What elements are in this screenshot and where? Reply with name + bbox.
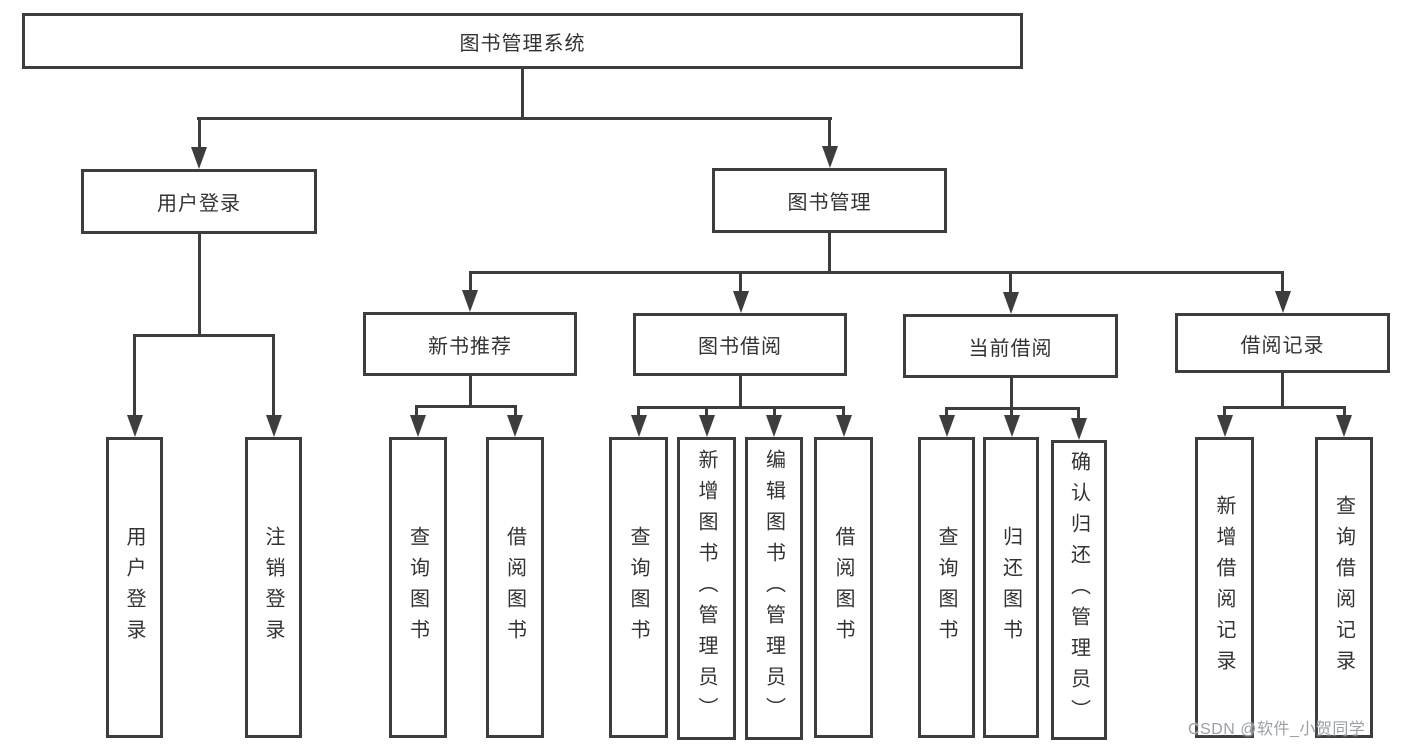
node-borrow-books-borrowing: 借阅图书 bbox=[814, 437, 873, 738]
connector-line bbox=[828, 117, 831, 147]
connector-line bbox=[827, 233, 831, 273]
arrow-down-icon bbox=[507, 415, 523, 437]
connector-line bbox=[637, 406, 845, 409]
connector-line bbox=[197, 117, 832, 120]
connector-line bbox=[1223, 406, 1346, 409]
node-library-management-system: 图书管理系统 bbox=[22, 13, 1023, 69]
node-add-borrow-record: 新增借阅记录 bbox=[1195, 437, 1254, 738]
arrow-down-icon bbox=[1336, 415, 1352, 437]
node-edit-book-admin: 编辑图书（管理员） bbox=[745, 437, 803, 740]
node-user-login: 用户登录 bbox=[81, 169, 317, 234]
connector-line bbox=[468, 376, 472, 407]
connector-line bbox=[772, 406, 776, 417]
arrow-down-icon bbox=[630, 415, 647, 437]
node-confirm-return-admin: 确认归还（管理员） bbox=[1051, 440, 1107, 740]
node-book-management: 图书管理 bbox=[712, 168, 947, 233]
connector-line bbox=[272, 334, 275, 416]
arrow-down-icon bbox=[821, 146, 838, 168]
node-query-borrow-record: 查询借阅记录 bbox=[1315, 437, 1373, 738]
arrow-down-icon bbox=[1003, 415, 1020, 437]
node-add-book-admin: 新增图书（管理员） bbox=[677, 437, 736, 740]
arrow-down-icon bbox=[766, 415, 782, 437]
node-user-login-action: 用户登录 bbox=[106, 437, 163, 738]
connector-line bbox=[1009, 271, 1012, 293]
connector-line bbox=[133, 334, 275, 337]
node-query-books-current: 查询图书 bbox=[918, 437, 975, 738]
connector-line bbox=[1223, 406, 1226, 417]
connector-line bbox=[842, 406, 845, 417]
connector-line bbox=[739, 271, 742, 292]
arrow-down-icon bbox=[698, 415, 715, 437]
node-query-books-borrowing: 查询图书 bbox=[609, 437, 668, 738]
arrow-down-icon bbox=[462, 290, 478, 312]
arrow-down-icon bbox=[191, 147, 207, 169]
connector-line bbox=[1010, 407, 1013, 418]
node-book-borrowing: 图书借阅 bbox=[633, 313, 847, 376]
connector-line bbox=[1343, 406, 1346, 417]
connector-line bbox=[521, 69, 524, 118]
node-current-borrowing: 当前借阅 bbox=[903, 314, 1118, 378]
arrow-down-icon bbox=[938, 415, 955, 437]
arrow-down-icon bbox=[732, 291, 749, 313]
connector-line bbox=[197, 234, 201, 336]
arrow-down-icon bbox=[1216, 415, 1233, 437]
node-return-books: 归还图书 bbox=[983, 437, 1039, 738]
connector-line bbox=[945, 407, 948, 418]
node-borrowing-records: 借阅记录 bbox=[1175, 313, 1390, 373]
arrow-down-icon bbox=[1274, 291, 1291, 313]
connector-line bbox=[468, 271, 1284, 274]
arrow-down-icon bbox=[1002, 292, 1019, 314]
connector-line bbox=[197, 117, 201, 148]
node-borrow-books-recommend: 借阅图书 bbox=[486, 437, 544, 738]
node-logout-action: 注销登录 bbox=[245, 437, 302, 738]
arrow-down-icon bbox=[126, 415, 143, 437]
connector-line bbox=[468, 271, 472, 291]
connector-line bbox=[738, 376, 742, 408]
arrow-down-icon bbox=[265, 415, 282, 437]
arrow-down-icon bbox=[410, 415, 426, 437]
node-new-book-recommendation: 新书推荐 bbox=[363, 312, 577, 376]
arrow-down-icon bbox=[1071, 418, 1087, 440]
connector-line bbox=[415, 405, 517, 408]
arrow-down-icon bbox=[835, 415, 852, 437]
connector-line bbox=[514, 405, 517, 417]
connector-line bbox=[1077, 407, 1080, 420]
connector-line bbox=[1010, 378, 1013, 409]
connector-line bbox=[415, 405, 418, 417]
node-query-books-recommend: 查询图书 bbox=[389, 437, 447, 738]
connector-line bbox=[133, 334, 136, 416]
connector-line bbox=[637, 406, 640, 417]
connector-line bbox=[705, 406, 708, 417]
csdn-watermark: CSDN @软件_小贺同学 bbox=[1188, 721, 1366, 738]
connector-line bbox=[1281, 271, 1284, 292]
connector-line bbox=[1281, 373, 1284, 407]
